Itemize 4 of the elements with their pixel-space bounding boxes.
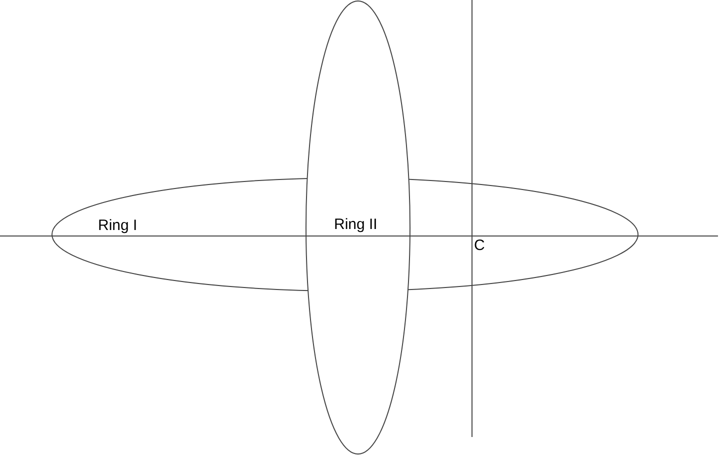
ring-label: Ring II — [334, 217, 378, 233]
ring-ellipse — [306, 1, 410, 454]
point-label: C — [474, 238, 485, 254]
ring-label: Ring I — [98, 218, 138, 234]
